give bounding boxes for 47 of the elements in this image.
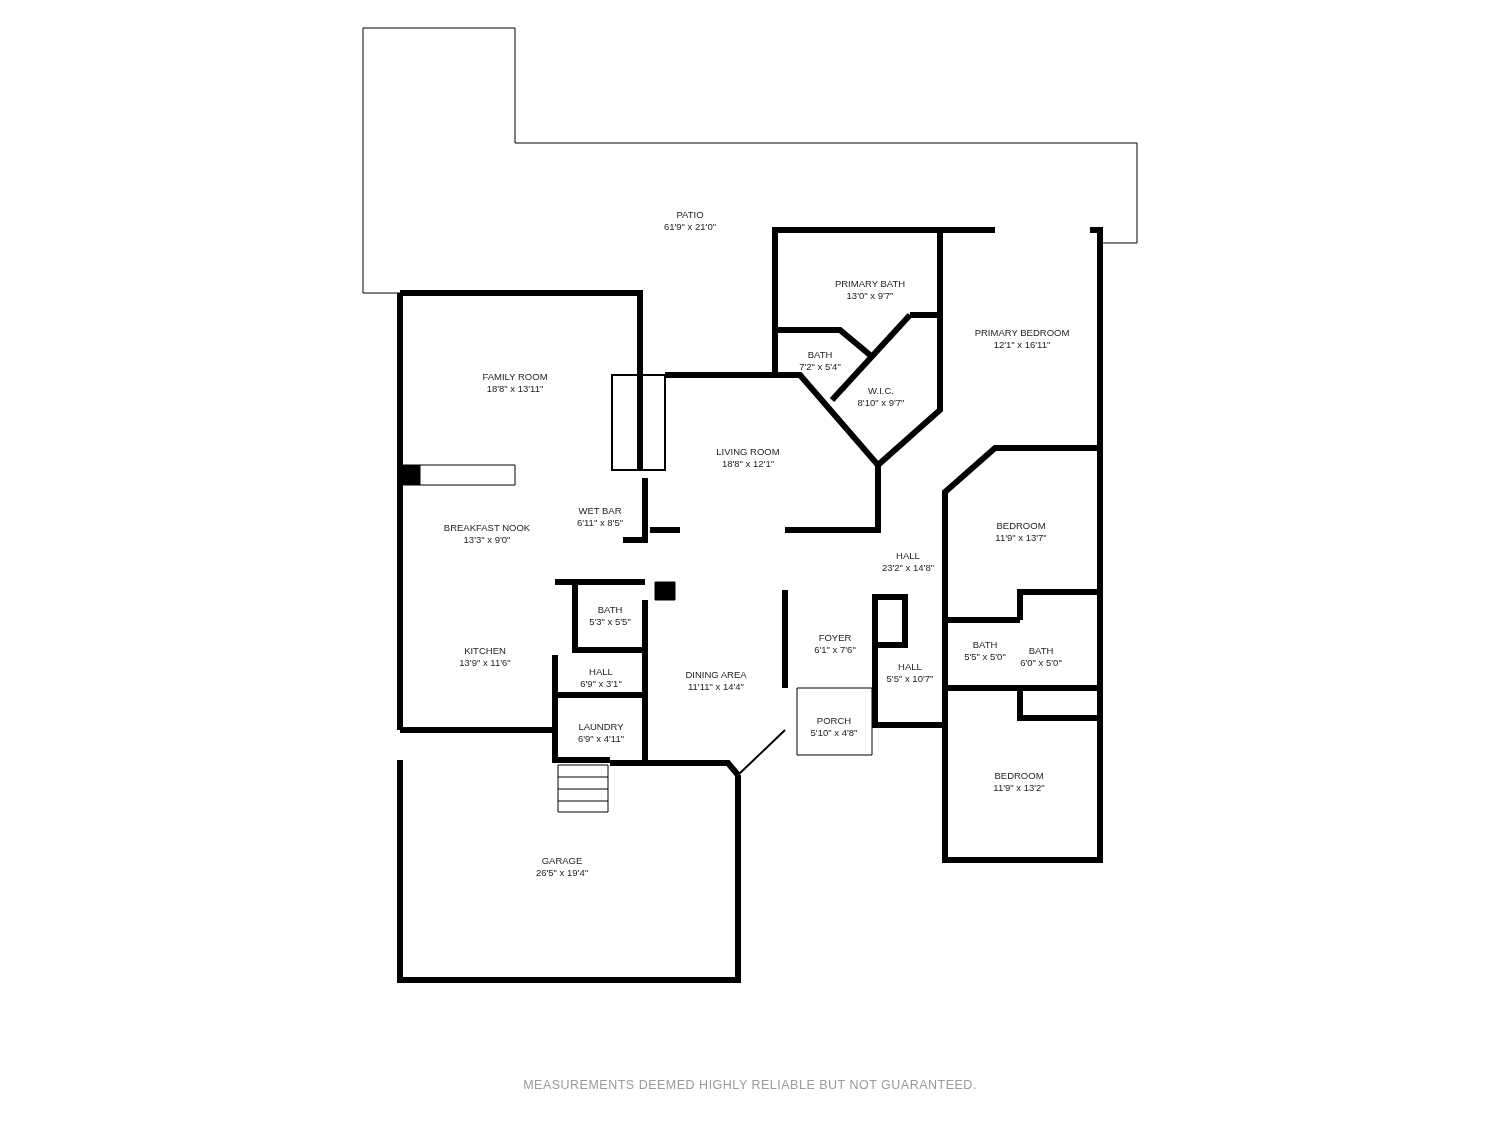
room-dimensions: 6'0" x 5'0" xyxy=(1020,657,1062,669)
room-dimensions: 11'11" x 14'4" xyxy=(687,681,745,693)
room-dimensions: 11'9" x 13'7" xyxy=(995,532,1047,544)
room-name: BEDROOM xyxy=(995,520,1047,532)
room-dimensions: 6'9" x 4'11" xyxy=(577,733,625,745)
room-name: LAUNDRY xyxy=(577,721,625,733)
room-dimensions: 13'3" x 9'0" xyxy=(462,534,512,546)
room-dimensions: 5'5" x 10'7" xyxy=(886,673,934,685)
room-name: BATH xyxy=(806,349,834,361)
room-name: KITCHEN xyxy=(463,645,507,657)
room-name: PATIO xyxy=(675,209,705,221)
room-name: PORCH xyxy=(815,715,853,727)
room-name: HALL xyxy=(897,661,923,673)
room-dimensions: 13'0" x 9'7" xyxy=(845,290,895,302)
room-name: GARAGE xyxy=(540,855,584,867)
room-name: DINING AREA xyxy=(685,669,747,681)
room-dimensions: 5'3" x 5'5" xyxy=(589,616,631,628)
room-dimensions: 11'9" x 13'2" xyxy=(993,782,1045,794)
room-dimensions: 6'11" x 8'5" xyxy=(576,517,624,529)
room-name: BREAKFAST NOOK xyxy=(443,522,531,534)
disclaimer-note: MEASUREMENTS DEEMED HIGHLY RELIABLE BUT NOT GUARANTEED. xyxy=(522,1078,978,1092)
room-name: PRIMARY BATH xyxy=(834,278,906,290)
room-name: FOYER xyxy=(817,632,853,644)
room-name: BEDROOM xyxy=(993,770,1045,782)
room-name: BATH xyxy=(971,639,999,651)
room-dimensions: 6'1" x 7'6" xyxy=(814,644,856,656)
room-dimensions: 8'10" x 9'7" xyxy=(857,397,905,409)
room-dimensions: 5'5" x 5'0" xyxy=(964,651,1006,663)
room-name: LIVING ROOM xyxy=(716,446,780,458)
room-name: WET BAR xyxy=(577,505,623,517)
room-name: HALL xyxy=(588,666,614,678)
room-dimensions: 23'2" x 14'8" xyxy=(881,562,935,574)
room-dimensions: 6'9" x 3'1" xyxy=(580,678,622,690)
room-name: HALL xyxy=(895,550,921,562)
room-name: FAMILY ROOM xyxy=(482,371,548,383)
room-name: PRIMARY BEDROOM xyxy=(974,327,1070,339)
room-name: BATH xyxy=(1027,645,1055,657)
room-dimensions: 61'9" x 21'0" xyxy=(663,221,717,233)
room-name: BATH xyxy=(596,604,624,616)
room-name: W.I.C. xyxy=(867,385,895,397)
room-dimensions: 26'5" x 19'4" xyxy=(535,867,589,879)
room-dimensions: 7'2" x 5'4" xyxy=(799,361,841,373)
room-dimensions: 12'1" x 16'11" xyxy=(992,339,1052,351)
room-dimensions: 18'8" x 13'11" xyxy=(485,383,545,395)
room-dimensions: 5'10" x 4'8" xyxy=(810,727,858,739)
room-dimensions: 13'9" x 11'6" xyxy=(459,657,511,669)
room-dimensions: 18'8" x 12'1" xyxy=(720,458,776,470)
